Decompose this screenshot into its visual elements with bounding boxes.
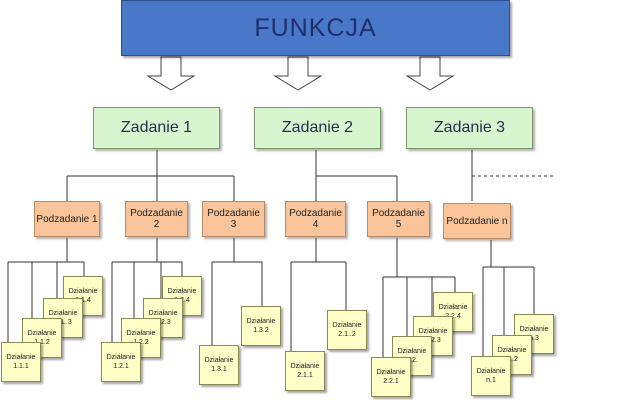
task-box-3: Zadanie 3 (406, 107, 533, 149)
arrow-2 (273, 56, 323, 91)
arrow-3 (405, 56, 455, 91)
arrow-1 (146, 56, 196, 91)
subtask-box-3: Podzadanie 3 (202, 201, 265, 237)
function-box: FUNKCJA (121, 0, 510, 56)
subtask-box-2: Podzadanie 2 (125, 201, 188, 237)
subtask-box-5: Podzadanie 5 (367, 201, 430, 237)
task-box-2: Zadanie 2 (254, 107, 381, 149)
subtask-box-1: Podzadanie 1 (34, 201, 100, 237)
down-arrows (146, 56, 455, 91)
subtask-box-4: Podzadanie 4 (285, 201, 346, 237)
subtask-box-n: Podzadanie n (443, 203, 511, 239)
task-box-1: Zadanie 1 (93, 107, 220, 149)
